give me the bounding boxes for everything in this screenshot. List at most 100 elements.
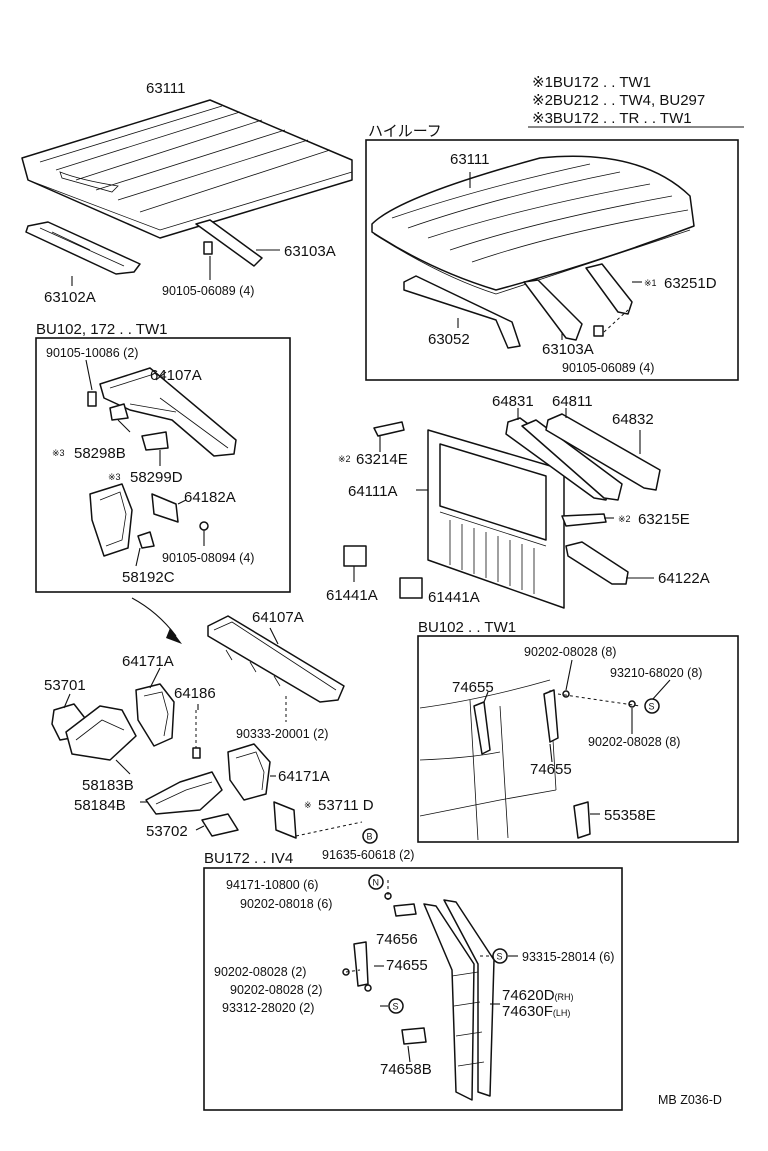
label-58192c: 58192C bbox=[122, 569, 175, 586]
label-94171-10800: 94171-10800 (6) bbox=[226, 878, 318, 892]
bolt-90105-06089-hr bbox=[593, 325, 604, 337]
nut-90202-08028-a bbox=[562, 690, 570, 698]
label-74658b: 74658B bbox=[380, 1061, 432, 1078]
symbol-s-1: S bbox=[644, 698, 660, 714]
symbol-n: N bbox=[368, 874, 384, 890]
mark-58298b: ※3 bbox=[52, 448, 65, 458]
cap-61441a-1 bbox=[343, 545, 367, 567]
roof-bow-63102a bbox=[25, 221, 141, 275]
label-55358e: 55358E bbox=[604, 807, 656, 824]
label-64171a-1: 64171A bbox=[122, 653, 174, 670]
label-61441a-2: 61441A bbox=[428, 589, 480, 606]
label-58299d: 58299D bbox=[130, 469, 183, 486]
label-90202-08028-b: 90202-08028 (8) bbox=[588, 735, 680, 749]
nut-90202-08028-d bbox=[364, 984, 372, 992]
bracket-63215e bbox=[561, 513, 607, 527]
bracket-58298b bbox=[109, 403, 129, 421]
label-74655-b: 74655 bbox=[530, 761, 572, 778]
label-64186: 64186 bbox=[174, 685, 216, 702]
label-93312-28020: 93312-28020 (2) bbox=[222, 1001, 314, 1015]
roof-rail-63103a-hr bbox=[523, 279, 583, 341]
symbol-s-3-letter: S bbox=[393, 1002, 399, 1012]
label-53701: 53701 bbox=[44, 677, 86, 694]
nut-90202-08028-b bbox=[628, 700, 636, 708]
bracket-64171a-2 bbox=[227, 743, 271, 801]
symbol-b-circle bbox=[362, 828, 378, 844]
bracket-74655-c bbox=[353, 941, 369, 987]
label-90105-06089-hr: 90105-06089 (4) bbox=[562, 361, 654, 375]
back-window-opening bbox=[439, 443, 547, 541]
weatherstrip-64832 bbox=[545, 413, 661, 491]
symbol-s-3-circle bbox=[388, 998, 404, 1014]
back-panel-group: 64831 64811 64832 ※2 63214E 64111A ※2 63… bbox=[326, 393, 710, 609]
bracket-58184b bbox=[145, 771, 223, 815]
mark-53711d: ※ bbox=[304, 800, 312, 810]
symbol-n-circle bbox=[368, 874, 384, 890]
bracket-58192c bbox=[89, 483, 133, 557]
bu102-172-box bbox=[35, 337, 291, 593]
mark-63215e: ※2 bbox=[618, 514, 631, 524]
bracket-64171a-1 bbox=[135, 683, 175, 747]
cap-61441a-2 bbox=[399, 577, 423, 599]
bu172-iv4-section: BU172 . . IV4 94171-10800 (6) N 90202-08… bbox=[203, 850, 623, 1111]
label-53711d: 53711 D bbox=[318, 797, 374, 814]
label-90105-10086: 90105-10086 (2) bbox=[46, 346, 138, 360]
diagram-code: MB Z036-D bbox=[658, 1093, 722, 1107]
high-roof-box bbox=[365, 139, 739, 381]
bracket-64182a bbox=[151, 493, 179, 523]
symbol-s-1-letter: S bbox=[649, 702, 655, 712]
label-58184b: 58184B bbox=[74, 797, 126, 814]
symbol-s-3: S bbox=[388, 998, 404, 1014]
label-90202-08018: 90202-08018 (6) bbox=[240, 897, 332, 911]
label-53702: 53702 bbox=[146, 823, 188, 840]
label-64122a: 64122A bbox=[658, 570, 710, 587]
label-61441a-1: 61441A bbox=[326, 587, 378, 604]
label-91635-60618: 91635-60618 (2) bbox=[322, 848, 414, 862]
ladder-rail-right bbox=[443, 899, 495, 1097]
crossmember-64107a bbox=[99, 367, 237, 457]
symbol-s-2: S bbox=[492, 948, 508, 964]
label-90202-08028-a: 90202-08028 (8) bbox=[524, 645, 616, 659]
label-64831: 64831 bbox=[492, 393, 534, 410]
fastener-line bbox=[557, 693, 641, 707]
bu102-172-title: BU102, 172 . . TW1 bbox=[36, 321, 167, 338]
label-74630f: 74630F(LH) bbox=[502, 1003, 570, 1020]
label-64171a-2: 64171A bbox=[278, 768, 330, 785]
label-58183b: 58183B bbox=[82, 777, 134, 794]
pointer-arrow bbox=[131, 597, 182, 644]
label-90202-08028-d: 90202-08028 (2) bbox=[230, 983, 322, 997]
standard-roof-group: 63111 63102A 63103A 90105-06089 (4) bbox=[21, 80, 353, 306]
bu102-tw1-section: BU102 . . TW1 90202-08028 (8) 93210-6802… bbox=[417, 619, 739, 843]
label-93210-68020: 93210-68020 (8) bbox=[610, 666, 702, 680]
label-63102a: 63102A bbox=[44, 289, 96, 306]
bracket-53702 bbox=[201, 813, 239, 837]
ladder-rail-left bbox=[423, 903, 475, 1101]
symbol-b: B bbox=[362, 828, 378, 844]
handle-74655-b bbox=[543, 689, 559, 743]
symbol-s-2-circle bbox=[492, 948, 508, 964]
rivet-line bbox=[295, 821, 363, 837]
mark-63251d: ※1 bbox=[644, 278, 657, 288]
label-63103a-hr: 63103A bbox=[542, 341, 594, 358]
label-63052: 63052 bbox=[428, 331, 470, 348]
mark-63214e: ※2 bbox=[338, 454, 351, 464]
label-58298b: 58298B bbox=[74, 445, 126, 462]
legend-2: ※2BU212 . . TW4, BU297 bbox=[532, 92, 705, 109]
arrow-head bbox=[166, 628, 182, 644]
symbol-b-letter: B bbox=[367, 832, 373, 842]
floor-parts-group: 64107A 64171A 53701 64186 90333-20001 (2… bbox=[44, 609, 414, 862]
label-64811: 64811 bbox=[552, 393, 593, 410]
symbol-s-2-letter: S bbox=[497, 952, 503, 962]
label-90105-06089: 90105-06089 (4) bbox=[162, 284, 254, 298]
legend-3: ※3BU172 . . TR . . TW1 bbox=[532, 110, 692, 127]
bracket-55358e bbox=[573, 801, 591, 839]
label-64832: 64832 bbox=[612, 411, 654, 428]
crossmember-64107a-mid bbox=[207, 615, 345, 703]
label-64107a-mid: 64107A bbox=[252, 609, 304, 626]
bu102-tw1-title: BU102 . . TW1 bbox=[418, 619, 516, 636]
bolt-90105-08094 bbox=[199, 521, 209, 531]
bolt-64186 bbox=[192, 747, 201, 759]
handle-74655-a bbox=[473, 701, 491, 755]
label-74655-a: 74655 bbox=[452, 679, 494, 696]
